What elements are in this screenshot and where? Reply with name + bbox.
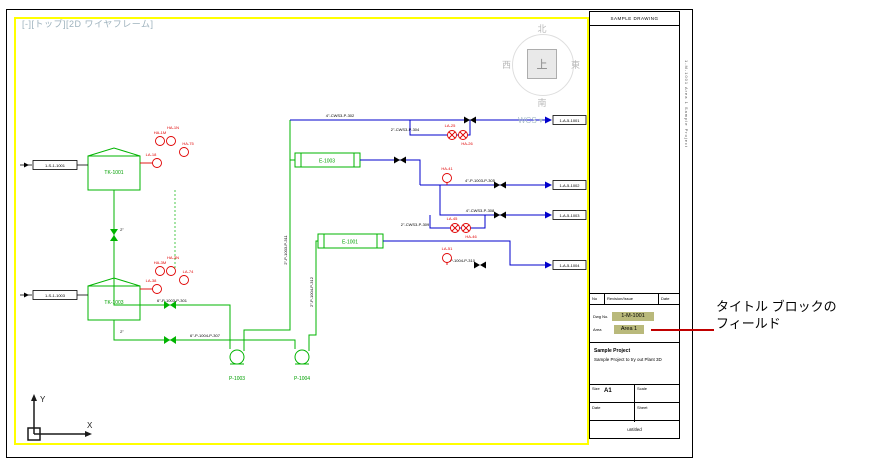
area-label: Area bbox=[593, 327, 602, 332]
wcs-menu-button[interactable]: WCS ▾ bbox=[518, 116, 543, 125]
sheet-label: Sheet bbox=[637, 405, 648, 410]
wcs-label: WCS bbox=[518, 116, 537, 125]
size-value: A1 bbox=[604, 388, 612, 394]
date-label: Date bbox=[592, 405, 601, 410]
title-block-header: SAMPLE DRAWING bbox=[590, 12, 679, 26]
viewport-control-label[interactable]: [-][トップ][2D ワイヤフレーム] bbox=[22, 19, 154, 29]
project-name: Sample Project bbox=[594, 348, 631, 354]
plot-area-frame bbox=[14, 17, 589, 445]
callout-text: タイトル ブロックの フィールド bbox=[716, 298, 837, 332]
rev-desc-col: Revision/Issue bbox=[605, 294, 659, 304]
viewcube-ring[interactable] bbox=[512, 34, 574, 96]
dwg-no-field[interactable]: 1-M-1001 bbox=[612, 312, 654, 321]
size-label: Size bbox=[592, 386, 600, 391]
title-block: SAMPLE DRAWING No Revision/Issue Date Dw… bbox=[589, 11, 680, 439]
viewcube-east[interactable]: 東 bbox=[570, 60, 580, 70]
chevron-down-icon: ▾ bbox=[538, 116, 543, 125]
scale-label: Scale bbox=[637, 386, 648, 391]
rev-date-col: Date bbox=[661, 296, 670, 301]
dwg-no-label: Dwg No. bbox=[593, 314, 609, 319]
viewcube[interactable]: 北 上 西 東 南 WCS ▾ bbox=[500, 20, 584, 138]
rev-no-col: No bbox=[590, 294, 605, 304]
divider bbox=[590, 342, 679, 343]
callout-line-1: タイトル ブロックの bbox=[716, 299, 837, 314]
viewcube-north[interactable]: 北 bbox=[537, 24, 547, 34]
project-description: Sample Project to try out Plant 3D bbox=[594, 357, 662, 362]
callout-leader-line bbox=[651, 329, 714, 331]
file-name: untitled bbox=[627, 427, 642, 432]
viewcube-west[interactable]: 西 bbox=[502, 60, 512, 70]
viewcube-south[interactable]: 南 bbox=[537, 98, 547, 108]
area-field[interactable]: Area 1 bbox=[614, 325, 644, 334]
divider bbox=[634, 384, 635, 422]
viewcube-top-face[interactable]: 上 bbox=[527, 49, 557, 79]
callout-line-2: フィールド bbox=[716, 316, 781, 331]
plot-stamp-text: 1-M-1001 Area 1 Sample Project bbox=[684, 60, 689, 149]
revision-table-header: No Revision/Issue Date bbox=[590, 293, 679, 305]
